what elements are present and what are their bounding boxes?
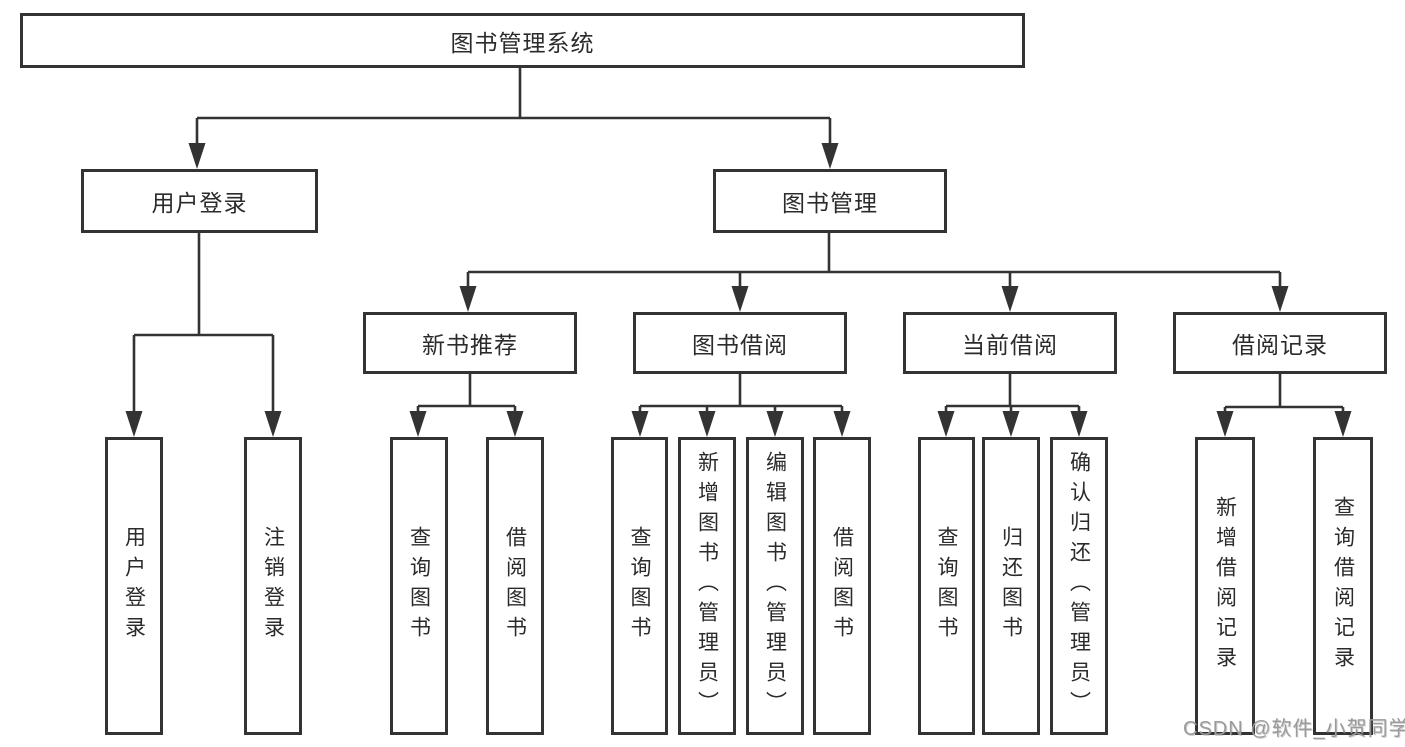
arrowhead: [631, 411, 649, 437]
arrowhead: [1001, 286, 1019, 312]
arrowhead: [937, 411, 955, 437]
arrowheads: [125, 143, 1352, 437]
arrowhead: [1271, 286, 1289, 312]
leaf-bor-borrow-books: 借阅图书: [813, 437, 871, 735]
leaf-rec-borrow-books: 借阅图书: [486, 437, 544, 735]
arrowhead: [409, 411, 427, 437]
connector-root-to-level2: [195, 68, 832, 144]
arrowhead: [125, 411, 143, 437]
arrowhead: [1216, 411, 1234, 437]
connector-book-borrowing-to-leaves: [638, 374, 844, 412]
arrowhead: [1334, 411, 1352, 437]
watermark: CSDN @软件_小贺同学: [1183, 718, 1405, 740]
arrowhead: [731, 286, 749, 312]
leaf-logout: 注销登录: [244, 437, 302, 735]
connector-new-book-rec-to-leaves: [416, 374, 517, 412]
leaf-rcd-add-record: 新增借阅记录: [1195, 437, 1255, 735]
connector-book-management-to-level3: [466, 233, 1282, 287]
node-root: 图书管理系统: [20, 13, 1025, 68]
arrowhead: [459, 286, 477, 312]
leaf-cur-return-books: 归还图书: [982, 437, 1040, 735]
node-user-login: 用户登录: [81, 169, 318, 233]
connector-user-login-to-leaves: [132, 233, 275, 412]
node-borrowing-records: 借阅记录: [1173, 312, 1387, 374]
leaf-bor-query-books: 查询图书: [611, 437, 668, 735]
node-book-borrowing: 图书借阅: [633, 312, 847, 374]
arrowhead: [264, 411, 282, 437]
leaf-bor-edit-books: 编辑图书（管理员）: [746, 437, 804, 735]
connector-borrowing-records-to-leaves: [1223, 374, 1345, 412]
arrowhead: [1002, 411, 1020, 437]
leaf-user-login: 用户登录: [105, 437, 163, 735]
node-current-borrowing: 当前借阅: [903, 312, 1117, 374]
arrowhead: [188, 143, 206, 169]
leaf-rec-query-books: 查询图书: [390, 437, 448, 735]
node-book-management: 图书管理: [713, 169, 947, 233]
leaf-cur-query-books: 查询图书: [918, 437, 975, 735]
arrowhead: [821, 143, 839, 169]
leaf-rcd-query-record: 查询借阅记录: [1313, 437, 1373, 735]
arrowhead: [833, 411, 851, 437]
leaf-cur-confirm-return: 确认归还（管理员）: [1050, 437, 1108, 735]
arrowhead: [506, 411, 524, 437]
connector-current-borrowing-to-leaves: [944, 374, 1081, 412]
node-new-book-recommendation: 新书推荐: [363, 312, 577, 374]
leaf-bor-add-books: 新增图书（管理员）: [678, 437, 736, 735]
arrowhead: [698, 411, 716, 437]
arrowhead: [1070, 411, 1088, 437]
arrowhead: [766, 411, 784, 437]
